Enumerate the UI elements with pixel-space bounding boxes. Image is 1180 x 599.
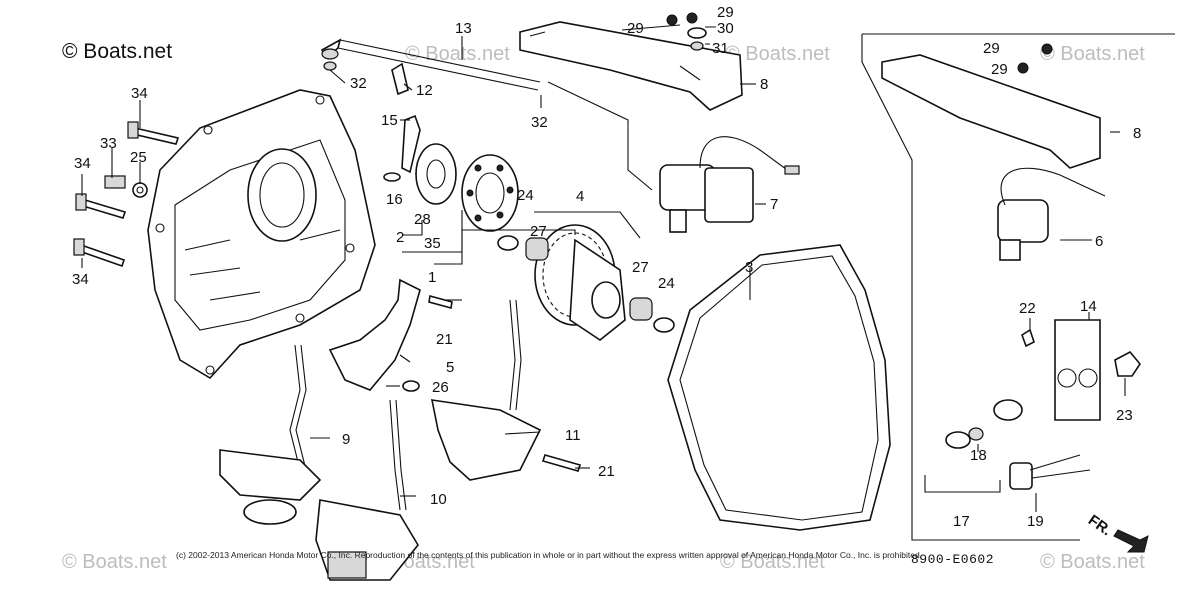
callout-34-top: 34: [131, 85, 148, 102]
callout-3: 3: [745, 259, 753, 276]
bracket-right: [881, 43, 1101, 169]
callout-32-lower: 32: [531, 114, 548, 131]
callout-22: 22: [1019, 300, 1036, 317]
callout-21-lower: 21: [598, 463, 615, 480]
callout-29-top: 29: [717, 4, 734, 21]
bearings: [415, 143, 519, 232]
callout-33: 33: [100, 135, 117, 152]
callout-15: 15: [381, 112, 398, 129]
plate-assembly: [945, 319, 1141, 490]
callout-11: 11: [565, 427, 581, 444]
callout-19: 19: [1027, 513, 1044, 530]
callout-6: 6: [1095, 233, 1103, 250]
callout-13: 13: [455, 20, 472, 37]
callout-21-upper: 21: [436, 331, 453, 348]
watermark-1: © Boats.net: [405, 43, 510, 65]
callout-23: 23: [1116, 407, 1133, 424]
callout-30: 30: [717, 20, 734, 37]
callout-31: 31: [712, 40, 729, 57]
breather-tube: [320, 38, 541, 182]
callout-24-upper: 24: [517, 187, 534, 204]
callout-29-right-top: 29: [983, 40, 1000, 57]
callout-28: 28: [414, 211, 431, 228]
watermark-3: © Boats.net: [1040, 43, 1145, 65]
callout-29-left: 29: [627, 20, 644, 37]
watermarks: © Boats.net © Boats.net © Boats.net © Bo…: [62, 43, 1145, 573]
leader-lines: [81, 24, 1126, 512]
brand-logo-text: © Boats.net: [62, 40, 173, 63]
governor-gear: [497, 224, 675, 341]
callout-7: 7: [770, 196, 778, 213]
oil-alert-unit: [659, 136, 800, 233]
watermark-7: © Boats.net: [1040, 551, 1145, 573]
callout-8-center: 8: [760, 76, 768, 93]
callout-35: 35: [424, 235, 441, 252]
callout-17-bracket: [924, 475, 1001, 493]
callout-24-lower: 24: [658, 275, 675, 292]
bracket-upper: [519, 12, 743, 111]
callout-1: 1: [428, 269, 436, 286]
watermark-6: © Boats.net: [720, 551, 825, 573]
callout-16: 16: [386, 191, 403, 208]
callout-2: 2: [396, 229, 404, 246]
callout-10: 10: [430, 491, 447, 508]
callout-27-right: 27: [632, 259, 649, 276]
watermark-2: © Boats.net: [725, 43, 830, 65]
callout-27-left: 27: [530, 223, 547, 240]
callout-5: 5: [446, 359, 454, 376]
callout-numbers: 13 32 12 15 32 29 29 30 31 8 7 34 33 25 …: [72, 4, 1141, 530]
callout-34-mid: 34: [74, 155, 91, 172]
callout-32-upper: 32: [350, 75, 367, 92]
oil-alert-switch: [997, 167, 1106, 261]
governor-arms: [219, 299, 582, 581]
callout-25: 25: [130, 149, 147, 166]
bolts-left: [73, 121, 180, 268]
front-label: FR.: [1085, 512, 1115, 540]
watermark-4: © Boats.net: [62, 551, 167, 573]
callout-14: 14: [1080, 298, 1097, 315]
crankcase-gasket: [667, 244, 891, 531]
callout-12: 12: [416, 82, 433, 99]
callout-18: 18: [970, 447, 987, 464]
callout-29-right-low: 29: [991, 61, 1008, 78]
callout-26: 26: [432, 379, 449, 396]
copyright-notice: (c) 2002-2013 American Honda Motor Co., …: [176, 550, 923, 560]
crankcase-cover: [147, 89, 376, 380]
callout-4: 4: [576, 188, 584, 205]
diagram-code: 8900-E0602: [911, 552, 995, 567]
front-direction-marker: FR.: [1085, 512, 1149, 553]
baffle-plate: [328, 278, 453, 392]
callout-17: 17: [953, 513, 970, 530]
sub-assembly-frame: [861, 33, 1175, 541]
callout-34-low: 34: [72, 271, 89, 288]
callout-9: 9: [342, 431, 350, 448]
gasket-inner: [679, 255, 879, 521]
callout-8-right: 8: [1133, 125, 1141, 142]
